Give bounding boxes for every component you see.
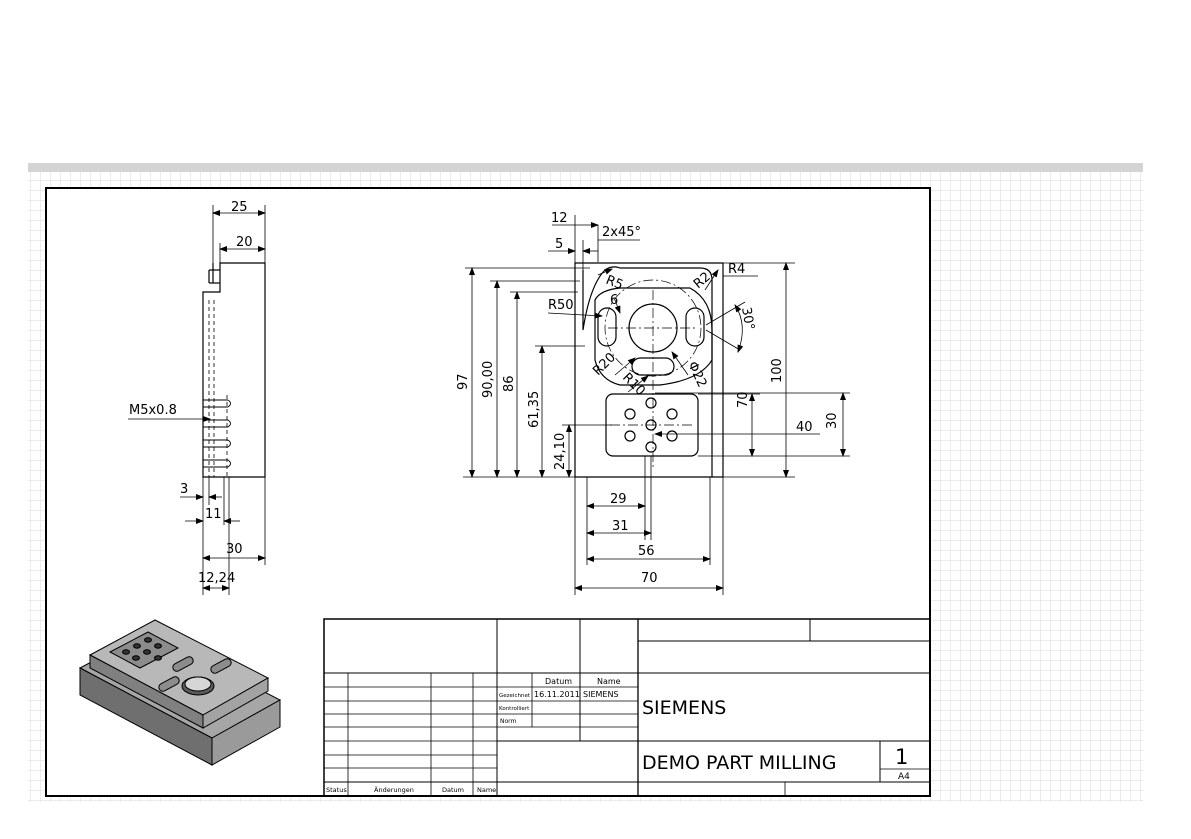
drawn-name: SIEMENS xyxy=(583,690,619,699)
dim-r50: R50 xyxy=(548,298,574,313)
dim-12-24: 12,24 xyxy=(198,571,235,586)
dim-5: 5 xyxy=(555,237,563,252)
dim-30-side: 30 xyxy=(226,542,243,557)
col-datum-label: Datum xyxy=(545,677,572,686)
footer-status: Status xyxy=(326,786,347,794)
dim-97: 97 xyxy=(456,373,471,390)
dim-61-35: 61,35 xyxy=(527,391,542,428)
row-kontrolliert-label: Kontrolliert xyxy=(499,706,530,712)
dim-3: 3 xyxy=(180,482,188,497)
dim-90: 90,00 xyxy=(481,361,496,398)
dim-r4: R4 xyxy=(728,262,745,277)
dim-31: 31 xyxy=(612,519,629,534)
footer-changes: Änderungen xyxy=(374,785,414,794)
dim-56: 56 xyxy=(638,544,655,559)
footer-name: Name xyxy=(477,786,496,794)
dim-40: 40 xyxy=(796,420,813,435)
grid-header-bar xyxy=(28,163,1143,172)
drawn-date: 16.11.2011 xyxy=(534,690,580,699)
dim-30-vertical: 30 xyxy=(825,412,840,429)
footer-datum: Datum xyxy=(442,786,464,794)
dim-70-vertical: 70 xyxy=(736,391,751,408)
dim-24-10: 24,10 xyxy=(553,433,568,470)
sheet-number: 1 xyxy=(895,745,908,769)
dim-6: 6 xyxy=(610,293,618,308)
row-norm-label: Norm xyxy=(500,718,517,725)
drawing-title: DEMO PART MILLING xyxy=(642,752,836,774)
dim-25: 25 xyxy=(231,200,248,215)
dim-20: 20 xyxy=(236,235,253,250)
dim-86: 86 xyxy=(502,375,517,392)
col-name-label: Name xyxy=(597,677,621,686)
dim-29: 29 xyxy=(610,492,627,507)
dim-100: 100 xyxy=(770,358,785,383)
company-name: SIEMENS xyxy=(642,697,726,719)
sheet-format: A4 xyxy=(898,772,910,782)
thread-callout: M5x0.8 xyxy=(129,403,177,418)
dim-12: 12 xyxy=(551,211,568,226)
dim-chamfer: 2x45° xyxy=(602,225,641,240)
row-gezeichnet-label: Gezeichnet xyxy=(499,693,531,699)
dim-11: 11 xyxy=(205,507,222,522)
dim-70-horizontal: 70 xyxy=(641,571,658,586)
